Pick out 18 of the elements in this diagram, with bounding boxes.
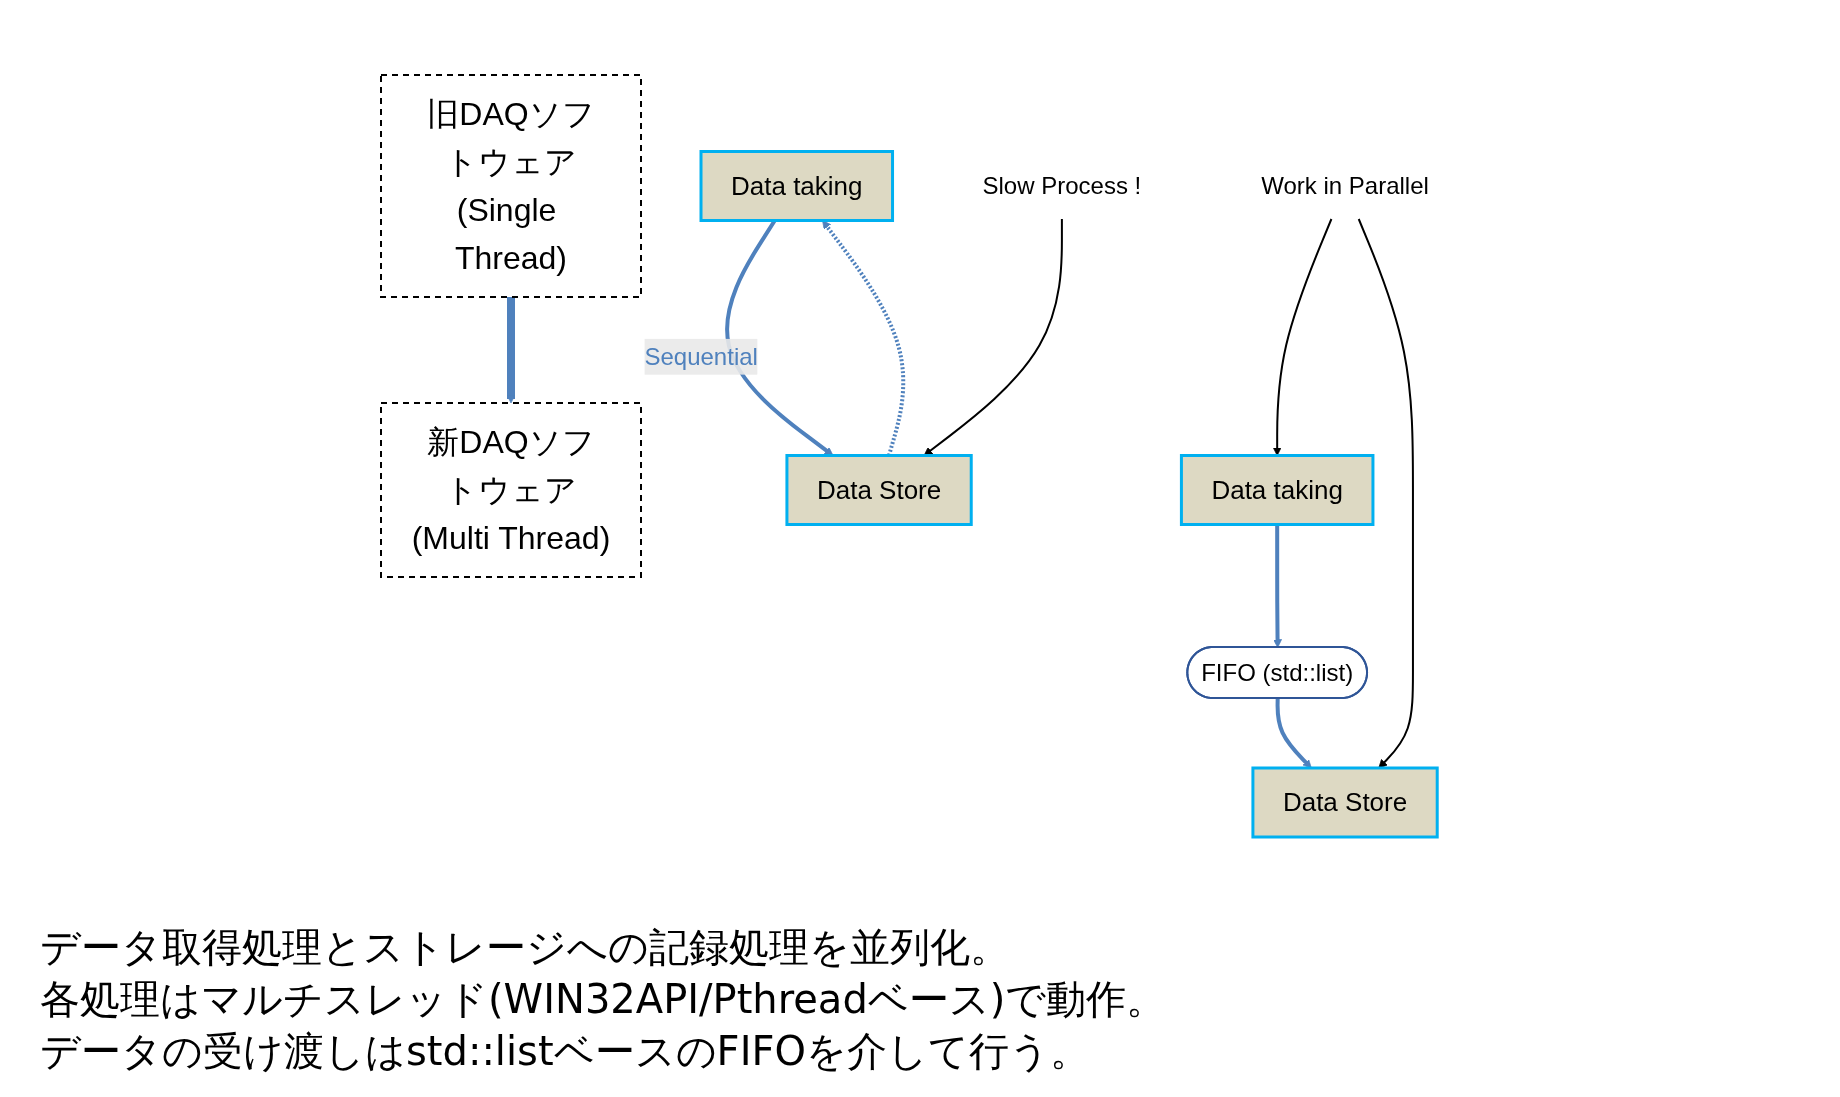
node-box: 旧DAQソフトウェア (Single Thread) xyxy=(380,73,643,298)
note-text: データ取得処理とストレージへの記録処理を並列化。 xyxy=(40,923,1011,972)
node-box: Data Store xyxy=(785,453,973,526)
node-box: Data Store xyxy=(1251,766,1439,838)
node-box: 新DAQソフトウェア (Multi Thread) xyxy=(380,401,643,578)
arrow xyxy=(1357,217,1414,768)
node-box: Data taking xyxy=(1180,453,1375,526)
arrow xyxy=(1275,697,1312,768)
node-box: Data taking xyxy=(699,149,895,222)
arrow xyxy=(1273,524,1283,648)
node-text: Work in Parallel xyxy=(1261,171,1429,199)
edge-label: Sequential xyxy=(644,342,758,370)
node-text: Slow Process ! xyxy=(982,171,1142,199)
arrow xyxy=(506,296,516,403)
note-text: データの受け渡しはstd::listベースのFIFOを介して行う。 xyxy=(40,1027,1091,1076)
arrow xyxy=(1272,217,1333,456)
note-text: 各処理はマルチスレッド(WIN32API/Pthreadベース)で動作。 xyxy=(40,975,1167,1024)
arrow xyxy=(923,217,1063,456)
